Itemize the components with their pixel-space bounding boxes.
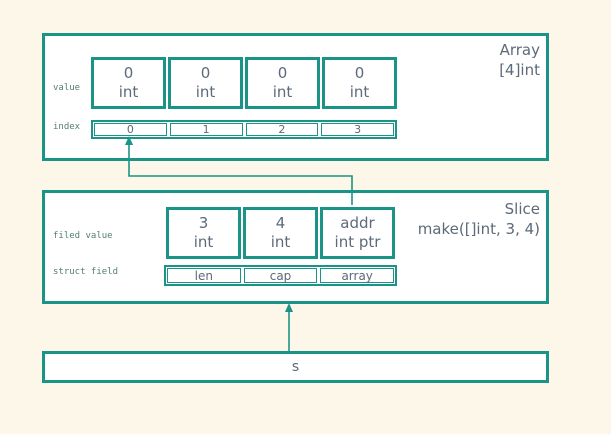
array-cell-2-type: int [272, 83, 293, 101]
array-cell-0-value: 0 [123, 64, 134, 82]
slice-cell-array-ptr-value: addr [340, 214, 375, 232]
array-cell-2: 0 int [245, 57, 320, 109]
slice-cell-cap-type: int [270, 233, 291, 251]
array-cell-3: 0 int [322, 57, 397, 109]
slice-cell-cap-value: 4 [275, 214, 286, 232]
s-variable-label: s [291, 359, 300, 375]
array-value-row-label: value [53, 83, 81, 93]
slice-title-line1: Slice [504, 200, 540, 218]
array-value-row: 0 int 0 int 0 int 0 int [91, 57, 397, 109]
slice-cell-len-type: int [193, 233, 214, 251]
array-cell-2-value: 0 [277, 64, 288, 82]
array-index-0: 0 [94, 123, 167, 136]
slice-cell-array-ptr: addr int ptr [320, 207, 395, 259]
slice-cell-array-ptr-type: int ptr [334, 233, 381, 251]
struct-field-array: array [320, 268, 395, 283]
slice-box-title: Slice make([]int, 3, 4) [418, 199, 540, 239]
s-variable-box: s [42, 351, 549, 383]
array-cell-1-value: 0 [200, 64, 211, 82]
slice-field-value-label: filed value [53, 231, 113, 241]
array-box: Array [4]int value index 0 int 0 int 0 in… [42, 33, 549, 161]
array-box-title: Array [4]int [499, 40, 540, 80]
array-index-row: 0 1 2 3 [91, 120, 397, 139]
array-cell-0-type: int [118, 83, 139, 101]
struct-field-len: len [167, 268, 241, 283]
array-cell-1-type: int [195, 83, 216, 101]
slice-struct-field-label: struct field [53, 267, 119, 277]
slice-value-row: 3 int 4 int addr int ptr [166, 207, 395, 259]
array-index-row-label: index [53, 122, 81, 132]
struct-field-cap: cap [243, 268, 318, 283]
slice-cell-len: 3 int [166, 207, 241, 259]
array-cell-3-value: 0 [354, 64, 365, 82]
array-index-2: 2 [245, 123, 319, 136]
slice-box: Slice make([]int, 3, 4) filed value struc… [42, 190, 549, 304]
slice-struct-field-row: len cap array [164, 265, 397, 286]
slice-cell-cap: 4 int [243, 207, 318, 259]
slice-title-line2: make([]int, 3, 4) [417, 220, 540, 238]
s-to-slice-arrowhead-icon [285, 303, 293, 312]
array-title-line1: Array [499, 41, 540, 59]
array-index-1: 1 [169, 123, 243, 136]
array-cell-1: 0 int [168, 57, 243, 109]
array-cell-0: 0 int [91, 57, 166, 109]
array-cell-3-type: int [349, 83, 370, 101]
array-index-3: 3 [321, 123, 394, 136]
array-title-line2: [4]int [499, 61, 540, 79]
slice-cell-len-value: 3 [198, 214, 209, 232]
